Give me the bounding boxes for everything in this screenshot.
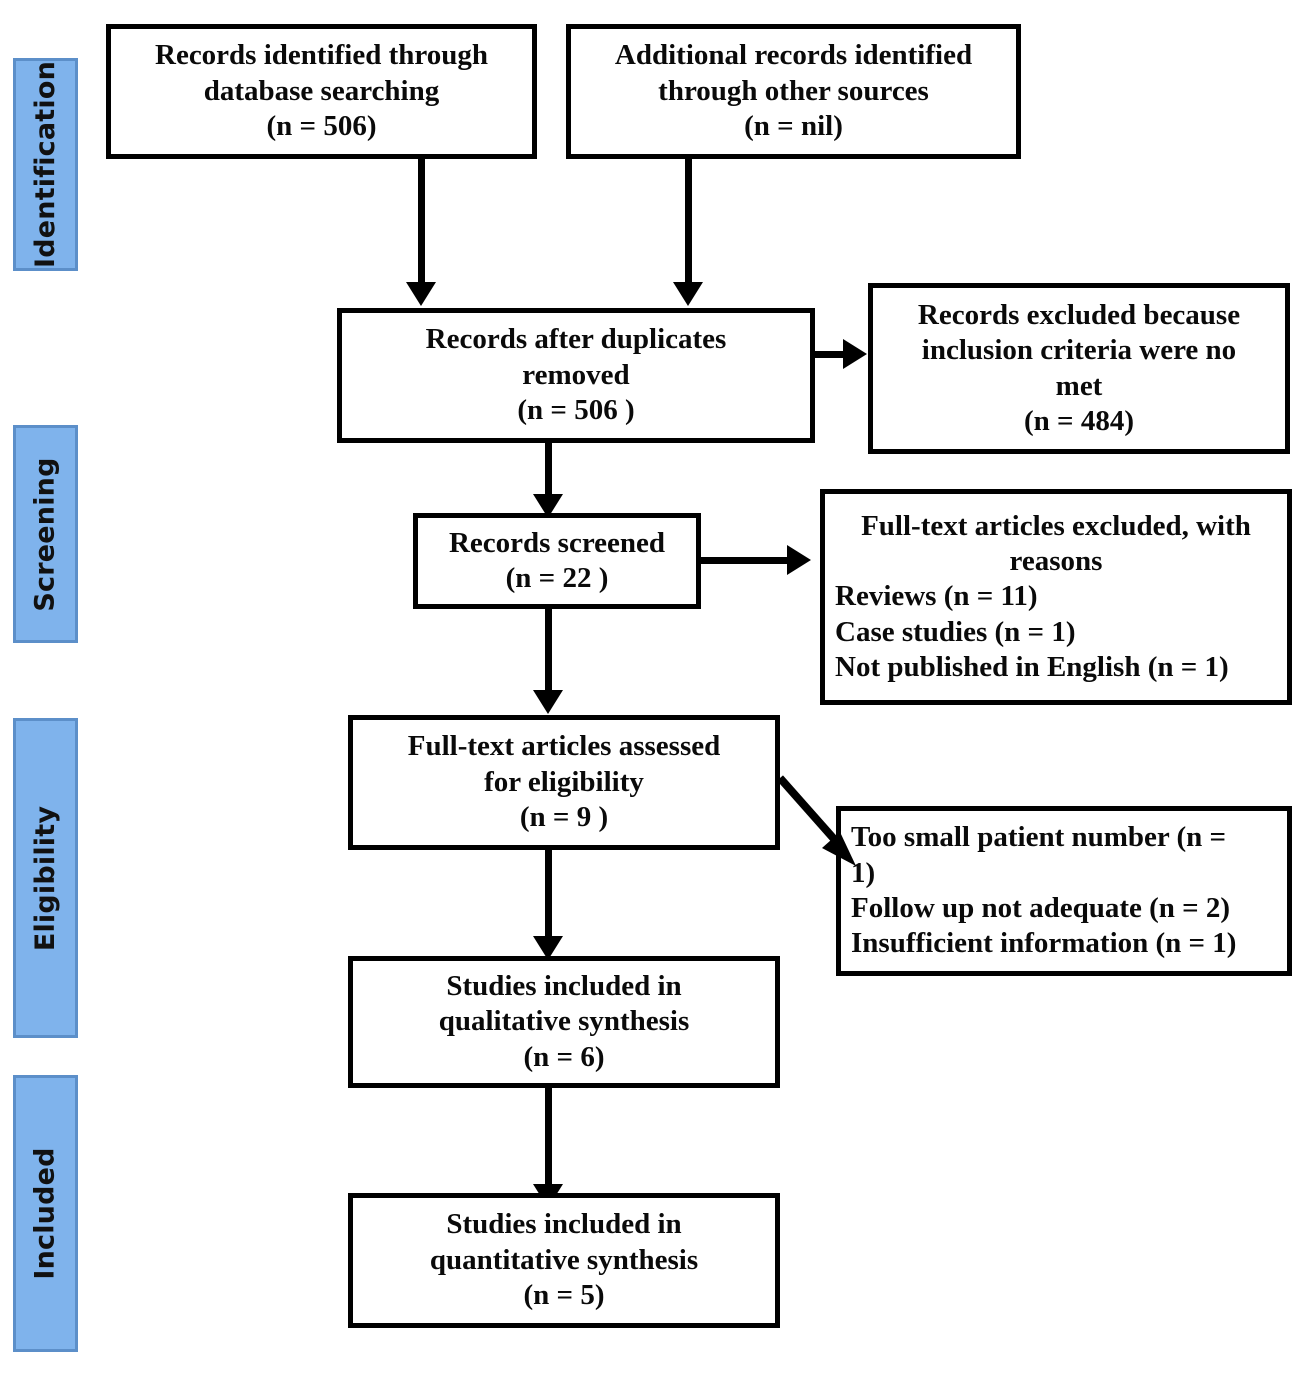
box-line: Additional records identified xyxy=(614,39,973,72)
box-line: Studies included in xyxy=(446,969,682,1002)
connector-other-to-duplicates xyxy=(685,159,692,284)
stage-label-identification: Identification xyxy=(30,60,61,269)
connector-db-to-duplicates xyxy=(418,159,425,284)
connector-duplicates-to-screened xyxy=(545,443,552,498)
box-records-after-duplicates-removed: Records after duplicates removed (n = 50… xyxy=(337,308,815,443)
stage-tab-screening: Screening xyxy=(13,425,78,643)
box-records-identified-database: Records identified through database sear… xyxy=(106,24,537,159)
box-line: Records after duplicates xyxy=(425,323,727,356)
box-line: (n = 506 ) xyxy=(517,394,635,427)
box-eligibility-exclusion-reasons: Too small patient number (n = 1) Follow … xyxy=(836,806,1292,976)
connector-screened-to-fulltext-excluded xyxy=(701,557,791,564)
stage-label-screening: Screening xyxy=(30,456,61,612)
box-line: inclusion criteria were no xyxy=(921,334,1237,367)
box-line: Not published in English (n = 1) xyxy=(835,651,1229,684)
box-line: met xyxy=(1055,369,1103,402)
box-line: (n = 9 ) xyxy=(519,801,609,834)
box-line: for eligibility xyxy=(484,765,644,798)
box-line: Full-text articles assessed xyxy=(407,730,721,763)
box-line: (n = 484) xyxy=(1024,404,1134,437)
box-line: (n = 5) xyxy=(523,1279,605,1312)
box-line: (n = 506) xyxy=(266,110,377,143)
stage-label-included: Included xyxy=(30,1147,62,1280)
connector-qualitative-to-quantitative xyxy=(545,1088,552,1186)
arrowhead-screened-to-assessed xyxy=(533,690,563,714)
box-line: Studies included in xyxy=(446,1208,682,1241)
stage-tab-included: Included xyxy=(13,1075,78,1352)
box-line: Too small patient number (n = xyxy=(851,821,1227,854)
box-line: Reviews (n = 11) xyxy=(835,580,1038,613)
box-line: Records screened xyxy=(448,526,666,559)
arrowhead-db-to-duplicates xyxy=(406,282,436,306)
box-line: Insufficient information (n = 1) xyxy=(851,927,1237,960)
box-line: quantitative synthesis xyxy=(429,1243,699,1276)
arrowhead-screened-to-fulltext-excluded xyxy=(787,545,811,575)
box-line: Records identified through xyxy=(155,39,488,72)
box-line: (n = 22 ) xyxy=(505,562,609,594)
box-line: Follow up not adequate (n = 2) xyxy=(851,892,1231,924)
box-records-screened: Records screened (n = 22 ) xyxy=(413,513,701,609)
box-line: Records excluded because xyxy=(917,298,1241,331)
stage-label-eligibility: Eligibility xyxy=(30,805,61,951)
box-full-text-articles-assessed: Full-text articles assessed for eligibil… xyxy=(348,715,780,850)
connector-assessed-to-qualitative xyxy=(545,850,552,938)
arrowhead-other-to-duplicates xyxy=(673,282,703,306)
connector-duplicates-to-excluded xyxy=(815,351,847,358)
box-additional-records-other-sources: Additional records identified through ot… xyxy=(566,24,1021,159)
box-line: qualitative synthesis xyxy=(438,1005,690,1038)
box-line: reasons xyxy=(1009,544,1103,577)
box-line: Full-text articles excluded, with xyxy=(861,509,1251,542)
box-line: through other sources xyxy=(658,74,929,107)
box-line: removed xyxy=(522,358,630,391)
box-full-text-articles-excluded-reasons: Full-text articles excluded, with reason… xyxy=(820,489,1292,705)
box-line: (n = nil) xyxy=(744,110,843,143)
stage-tab-identification: Identification xyxy=(13,58,78,271)
box-studies-included-quantitative: Studies included in quantitative synthes… xyxy=(348,1193,780,1328)
box-line: Case studies (n = 1) xyxy=(835,615,1076,648)
box-studies-included-qualitative: Studies included in qualitative synthesi… xyxy=(348,956,780,1088)
arrowhead-duplicates-to-excluded xyxy=(843,339,867,369)
connector-assessed-to-eligibility-excluded xyxy=(777,775,856,866)
connector-screened-to-assessed xyxy=(545,609,552,691)
stage-tab-eligibility: Eligibility xyxy=(13,718,78,1038)
box-line: 1) xyxy=(851,856,876,889)
box-records-excluded-criteria: Records excluded because inclusion crite… xyxy=(868,283,1290,454)
box-line: database searching xyxy=(203,74,440,107)
box-line: (n = 6) xyxy=(523,1040,605,1073)
